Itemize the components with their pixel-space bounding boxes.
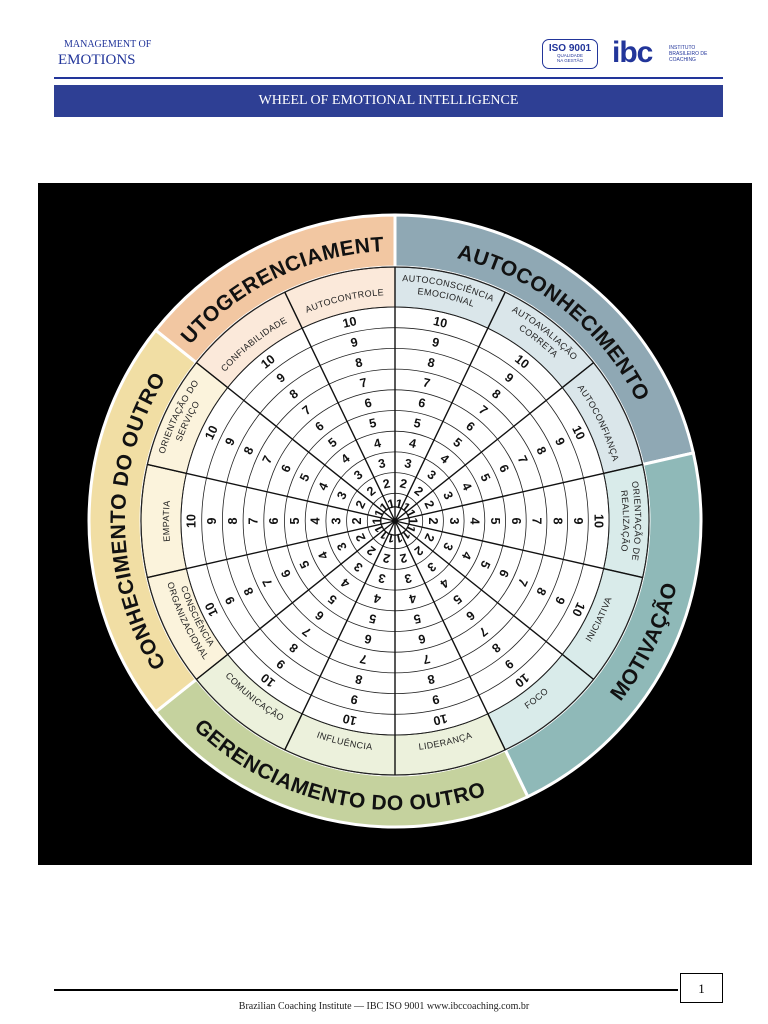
scale-number: 1 [371,517,385,524]
spoke [284,520,396,751]
footer-rule [54,989,678,991]
scale-number: 2 [398,550,408,565]
spoke [147,520,396,579]
scale-number: 5 [368,611,378,626]
scale-number: 10 [569,600,588,619]
scale-number: 10 [569,423,588,442]
scale-number: 4 [467,518,481,525]
scale-number: 9 [431,335,441,350]
scale-number: 3 [329,517,343,524]
scale-number: 10 [202,423,221,442]
scale-number: 6 [509,518,523,525]
scale-number: 5 [412,611,422,626]
scale-number: 9 [431,692,441,707]
scale-number: 5 [368,416,378,431]
spoke [394,362,595,522]
header-rule [54,77,723,79]
scale-number: 9 [571,518,585,525]
spoke [394,520,506,751]
spoke [195,520,396,680]
scale-number: 4 [372,591,382,606]
scale-number: 2 [382,476,392,491]
spoke [195,362,396,522]
scale-number: 8 [354,672,364,687]
scale-number: 4 [408,591,418,606]
scale-number: 1 [386,530,396,545]
scale-number: 2 [426,518,440,525]
scale-number: 10 [512,352,532,372]
scale-number: 7 [422,375,432,390]
scale-number: 10 [592,514,606,528]
scale-number: 7 [246,517,260,524]
brand-line2: EMOTIONS [58,52,136,68]
competency-label: REALIZAÇÃO [619,490,631,553]
scale-number: 9 [205,517,219,524]
scale-number: 8 [426,355,436,370]
scale-number: 1 [405,518,419,525]
page-title-banner: WHEEL OF EMOTIONAL INTELLIGENCE [54,85,723,117]
scale-number: 10 [184,514,198,528]
iso-badge: ISO 9001 QUALIDADE NA GESTÃO [542,39,598,69]
scale-number: 5 [288,517,302,524]
scale-number: 4 [408,436,418,451]
scale-number: 3 [403,571,413,586]
ibc-logo-caption: INSTITUTO BRASILEIRO DE COACHING [669,45,708,63]
scale-number: 2 [399,476,409,491]
scale-number: 8 [550,518,564,525]
scale-number: 9 [349,692,359,707]
spoke [394,520,643,579]
scale-number: 5 [412,416,422,431]
scale-number: 4 [372,436,382,451]
scale-number: 10 [432,711,449,728]
spoke [394,520,595,680]
scale-number: 7 [359,651,369,666]
scale-number: 3 [377,456,387,471]
competency-label: EMPATIA [161,500,172,542]
scale-number: 6 [363,631,373,646]
scale-number: 7 [422,651,432,666]
scale-number: 1 [394,496,404,511]
scale-number: 6 [363,396,373,411]
scale-number: 10 [512,670,532,690]
spoke [394,463,643,522]
scale-number: 1 [394,530,404,545]
scale-number: 6 [417,396,427,411]
scale-number: 6 [267,517,281,524]
scale-number: 10 [432,314,449,331]
scale-number: 6 [417,631,427,646]
scale-number: 8 [226,517,240,524]
scale-number: 9 [349,335,359,350]
scale-number: 10 [341,314,358,331]
scale-number: 10 [341,711,358,728]
page-number: 1 [680,973,723,1003]
spoke [147,463,396,522]
scale-number: 2 [382,550,392,565]
scale-number: 2 [350,517,364,524]
scale-number: 3 [377,571,387,586]
scale-number: 7 [530,518,544,525]
iso-title: ISO 9001 [548,43,592,54]
iso-caption: QUALIDADE NA GESTÃO [556,53,583,63]
scale-number: 8 [354,355,364,370]
scale-number: 3 [403,456,413,471]
brand-line1: MANAGEMENT OF [64,39,152,50]
scale-number: 7 [359,375,369,390]
scale-number: 3 [447,518,461,525]
footer-text: Brazilian Coaching Institute — IBC ISO 9… [238,1001,530,1012]
header-brand: MANAGEMENT OF EMOTIONS [58,40,151,68]
scale-number: 4 [309,517,323,524]
spoke [284,291,396,522]
scale-number: 8 [426,672,436,687]
ibc-logo: ibc INSTITUTO BRASILEIRO DE COACHING [612,36,707,70]
scale-number: 10 [258,670,278,690]
ibc-logo-word: ibc [612,36,653,69]
competency-label: ORIENTAÇÃO DE [630,480,643,561]
spoke [394,291,506,522]
scale-number: 5 [488,518,502,525]
scale-number: 10 [202,600,221,619]
scale-number: 10 [258,352,278,372]
scale-number: 1 [386,496,396,511]
